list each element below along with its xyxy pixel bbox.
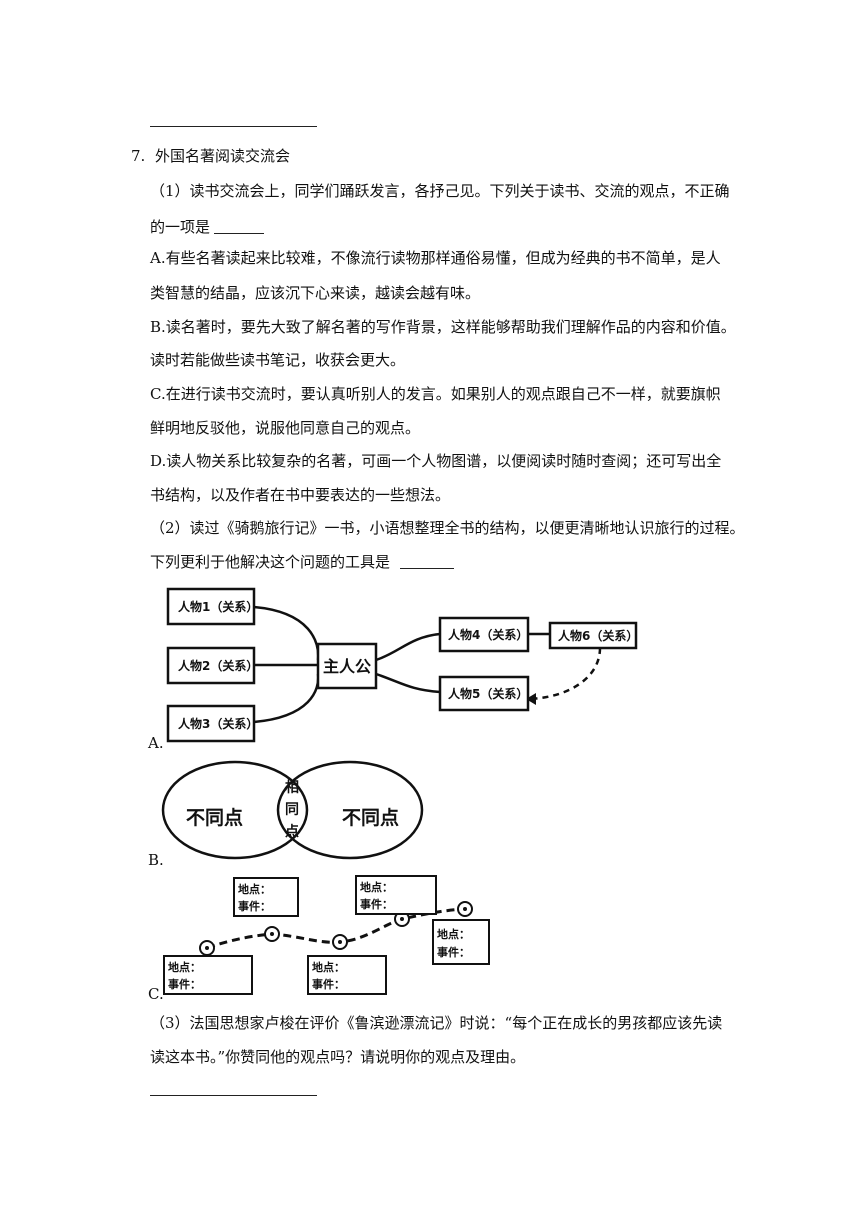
stop-2-place: 地点： bbox=[360, 880, 393, 894]
char-node-5-label: 人物5（关系） bbox=[448, 686, 528, 701]
option-b-line1: B.读名著时，要先大致了解名著的写作背景，这样能够帮助我们理解作品的内容和价值。 bbox=[150, 318, 736, 336]
part2-prompt-line1: （2）读过《骑鹅旅行记》一书，小语想整理全书的结构，以便更清晰地认识旅行的过程。 bbox=[150, 519, 745, 537]
option-c-line1: C.在进行读书交流时，要认真听别人的发言。如果别人的观点跟自己不一样，就要旗帜 bbox=[150, 385, 721, 403]
stop-3-place: 地点： bbox=[437, 927, 470, 941]
option-d-line2: 书结构，以及作者在书中要表达的一些想法。 bbox=[150, 486, 451, 504]
stop-1-event: 事件： bbox=[238, 899, 271, 913]
question-title: 外国名著阅读交流会 bbox=[155, 147, 291, 165]
stop-4-event: 事件： bbox=[168, 977, 201, 991]
char-node-6 bbox=[548, 621, 638, 650]
venn-middle-char-1: 相 bbox=[285, 779, 299, 796]
option-a-line2: 类智慧的结晶，应该沉下心来读，越读会越有味。 bbox=[150, 284, 481, 302]
stop-5-place: 地点： bbox=[312, 960, 345, 974]
question-number: 7. bbox=[131, 147, 146, 165]
venn-right-label: 不同点 bbox=[342, 807, 399, 829]
stop-2-event: 事件： bbox=[360, 897, 393, 911]
diagram-b-label: B. bbox=[148, 851, 164, 869]
part3-answer-line[interactable] bbox=[150, 1095, 317, 1096]
char-node-3 bbox=[166, 704, 256, 743]
option-b-line2: 读时若能做些读书笔记，收获会更大。 bbox=[150, 351, 406, 369]
option-d-line1: D.读人物关系比较复杂的名著，可画一个人物图谱，以便阅读时随时查阅；还可写出全 bbox=[150, 452, 722, 470]
char-node-6-label: 人物6（关系） bbox=[558, 628, 638, 643]
option-a-line1: A.有些名著读起来比较难，不像流行读物那样通俗易懂，但成为经典的书不简单，是人 bbox=[150, 249, 721, 267]
option-c-line2: 鲜明地反驳他，说服他同意自己的观点。 bbox=[150, 419, 421, 437]
part1-answer-blank[interactable] bbox=[214, 233, 264, 234]
part3-prompt-line1: （3）法国思想家卢梭在评价《鲁滨逊漂流记》时说：“每个正在成长的男孩都应该先读 bbox=[150, 1014, 723, 1032]
char-node-2-label: 人物2（关系） bbox=[178, 658, 258, 673]
venn-middle-char-3: 点 bbox=[285, 823, 299, 840]
stop-1-place: 地点： bbox=[238, 882, 271, 896]
char-node-3-label: 人物3（关系） bbox=[178, 716, 258, 731]
char-node-2 bbox=[166, 646, 256, 685]
part2-answer-blank[interactable] bbox=[400, 568, 454, 569]
venn-left-label: 不同点 bbox=[186, 807, 243, 829]
part3-prompt-line2: 读这本书。”你赞同他的观点吗？请说明你的观点及理由。 bbox=[150, 1048, 526, 1066]
diagram-c-timeline: 地点： 事件： 地点： 事件： 地点： 事件： 地点： 事件： 地点： 事件： bbox=[163, 875, 490, 995]
answer-line-top[interactable] bbox=[150, 126, 317, 127]
diagram-a-character-map: 人物1（关系） 人物2（关系） 人物3（关系） 主人公 人物4（关系） 人物5（… bbox=[166, 587, 638, 743]
venn-middle-char-2: 同 bbox=[285, 802, 299, 818]
part2-prompt-line2: 下列更利于他解决这个问题的工具是 bbox=[150, 553, 391, 571]
char-node-1 bbox=[166, 587, 256, 626]
stop-5-event: 事件： bbox=[312, 977, 345, 991]
part1-prompt-line2: 的一项是 bbox=[150, 218, 211, 236]
part1-prompt-line1: （1）读书交流会上，同学们踊跃发言，各抒己见。下列关于读书、交流的观点，不正确 bbox=[150, 182, 730, 200]
char-node-4 bbox=[438, 616, 530, 653]
char-node-1-label: 人物1（关系） bbox=[178, 599, 258, 614]
stop-4-place: 地点： bbox=[168, 960, 201, 974]
diagram-a-label: A. bbox=[148, 734, 164, 752]
char-node-4-label: 人物4（关系） bbox=[448, 627, 528, 642]
diagram-c-label: C. bbox=[148, 985, 164, 1003]
diagram-b-venn: 不同点 不同点 相 同 点 bbox=[161, 760, 424, 860]
stop-3-event: 事件： bbox=[437, 945, 470, 959]
char-node-5 bbox=[438, 675, 530, 712]
protagonist-label: 主人公 bbox=[323, 657, 371, 676]
protagonist-node bbox=[316, 642, 378, 690]
